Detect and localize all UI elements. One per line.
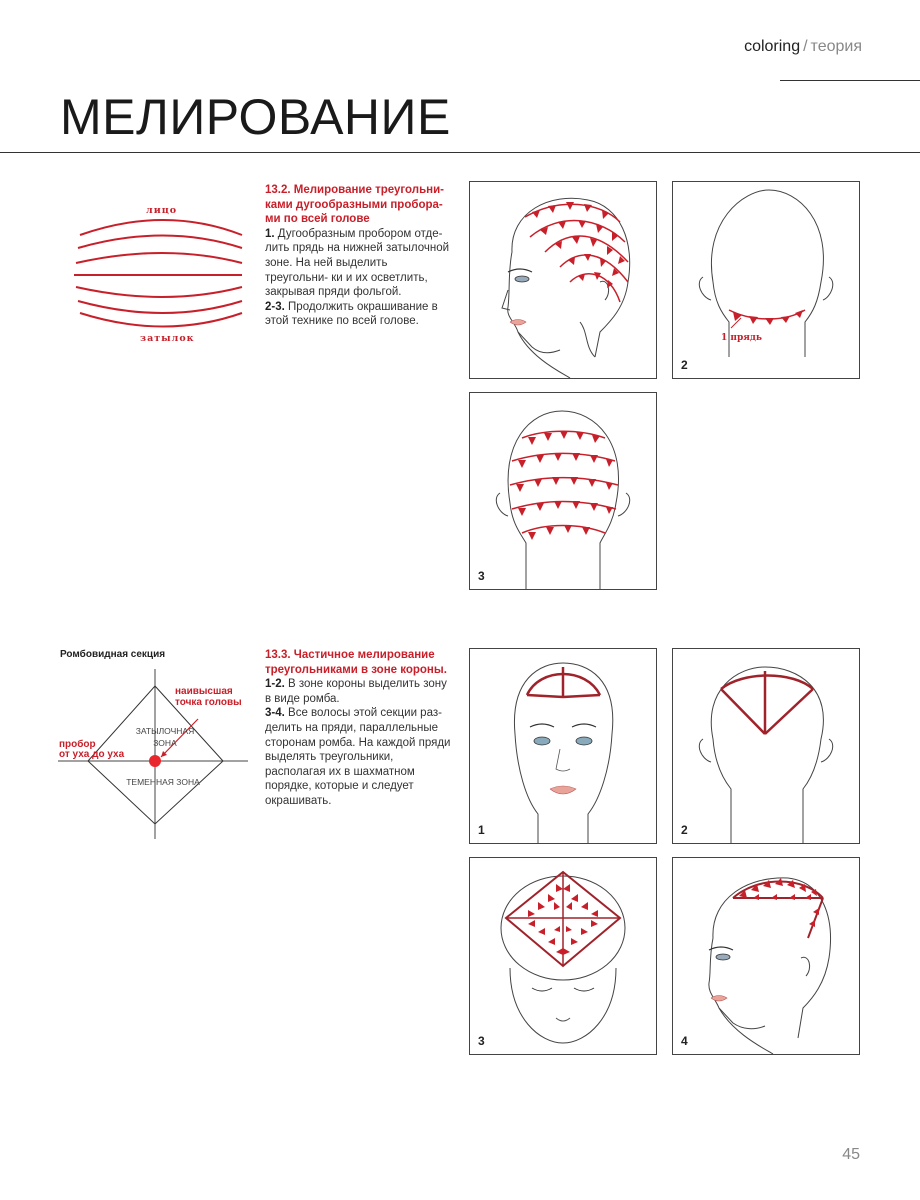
label-highest-point: наивысшая точка головы <box>175 686 242 708</box>
step-text: Продолжить окрашивание в этой технике по… <box>265 300 438 328</box>
rhombus-diagram-title: Ромбовидная секция <box>60 649 166 660</box>
figure-number: 2 <box>681 823 688 837</box>
header-rule <box>780 80 920 81</box>
arc-line <box>75 252 243 264</box>
label-line: наивысшая <box>175 686 233 697</box>
face-front-illustration <box>513 662 614 843</box>
title-rule <box>0 152 920 153</box>
figure-number: 3 <box>478 1034 485 1048</box>
highest-point-dot <box>149 755 161 767</box>
label-line: точка головы <box>175 697 242 708</box>
head-back-illustration: 1 прядь <box>698 189 834 357</box>
arc-line <box>75 286 243 298</box>
step-1: 1-2. В зоне короны выделить зону в виде … <box>265 677 455 706</box>
figure-number: 3 <box>478 569 485 583</box>
label-line: от уха до уха <box>59 749 125 760</box>
step-2: 2-3. Продолжить окрашивание в этой техни… <box>265 300 450 329</box>
figure-13-3-3: 3 <box>469 857 657 1055</box>
header-separator: / <box>803 38 808 55</box>
figure-13-2-3: 3 <box>469 392 657 590</box>
instruction-block-13-2: 13.2. Мелирование треугольни- ками дугоо… <box>265 183 450 329</box>
arc-line <box>77 234 243 249</box>
figure-number: 4 <box>681 1034 688 1048</box>
block-heading: 13.3. Частичное мелирование треугольника… <box>265 649 447 676</box>
label-face: лицо <box>146 205 178 216</box>
figure-13-3-1: 1 <box>469 648 657 844</box>
label-line: ЗОНА <box>153 738 177 748</box>
figure-number: 1 <box>478 823 485 837</box>
step-text: Дугообразным пробором отде- лить прядь н… <box>265 227 450 299</box>
rhombus-svg <box>58 669 248 839</box>
arc-line <box>77 300 243 314</box>
instruction-block-13-3: 13.3. Частичное мелирование треугольника… <box>265 648 455 809</box>
step-number: 3-4. <box>265 707 285 720</box>
block-heading: 13.2. Мелирование треугольни- ками дугоо… <box>265 184 444 226</box>
rhombus-section-diagram <box>58 664 258 844</box>
label-nape: затылок <box>140 333 195 344</box>
subsection-label: теория <box>810 38 862 55</box>
figure-13-3-2: 2 <box>672 648 860 844</box>
label-line: ЗАТЫЛОЧНАЯ <box>135 726 195 736</box>
crown-threequarter-illustration <box>708 877 831 1054</box>
head-top-rhombus-illustration <box>500 870 626 1044</box>
crown-back-illustration <box>698 666 834 843</box>
figure-13-2-1 <box>469 181 657 379</box>
arc-partings-diagram <box>60 185 270 350</box>
page-title: МЕЛИРОВАНИЕ <box>60 89 451 145</box>
label-parietal-zone: ТЕМЕННАЯ ЗОНА <box>126 777 200 787</box>
label-occipital-zone: ЗАТЫЛОЧНАЯ ЗОНА <box>125 725 205 749</box>
figure-13-2-2: 1 прядь 2 <box>672 181 860 379</box>
head-back-rows-illustration <box>495 410 631 589</box>
step-1: 1. Дугообразным пробором отде- лить пряд… <box>265 227 450 300</box>
arc-line <box>79 312 243 328</box>
section-label: coloring <box>744 38 801 55</box>
label-line: пробор <box>59 739 96 750</box>
step-number: 1. <box>265 227 275 240</box>
figure-13-3-4: 4 <box>672 857 860 1055</box>
running-head: coloring/теория <box>744 38 862 56</box>
label-ear-parting: пробор от уха до уха <box>59 740 124 760</box>
callout-1-strand: 1 прядь <box>721 333 762 343</box>
arc-partings-svg <box>74 219 243 328</box>
arc-line <box>79 219 243 236</box>
step-text: Все волосы этой секции раз- делить на пр… <box>265 707 451 807</box>
page-number: 45 <box>842 1146 860 1163</box>
head-threequarter-illustration <box>501 197 631 378</box>
figure-number: 2 <box>681 358 688 372</box>
step-number: 2-3. <box>265 300 285 313</box>
step-number: 1-2. <box>265 678 285 691</box>
step-text: В зоне короны выделить зону в виде ромба… <box>265 678 447 705</box>
step-2: 3-4. Все волосы этой секции раз- делить … <box>265 706 455 808</box>
